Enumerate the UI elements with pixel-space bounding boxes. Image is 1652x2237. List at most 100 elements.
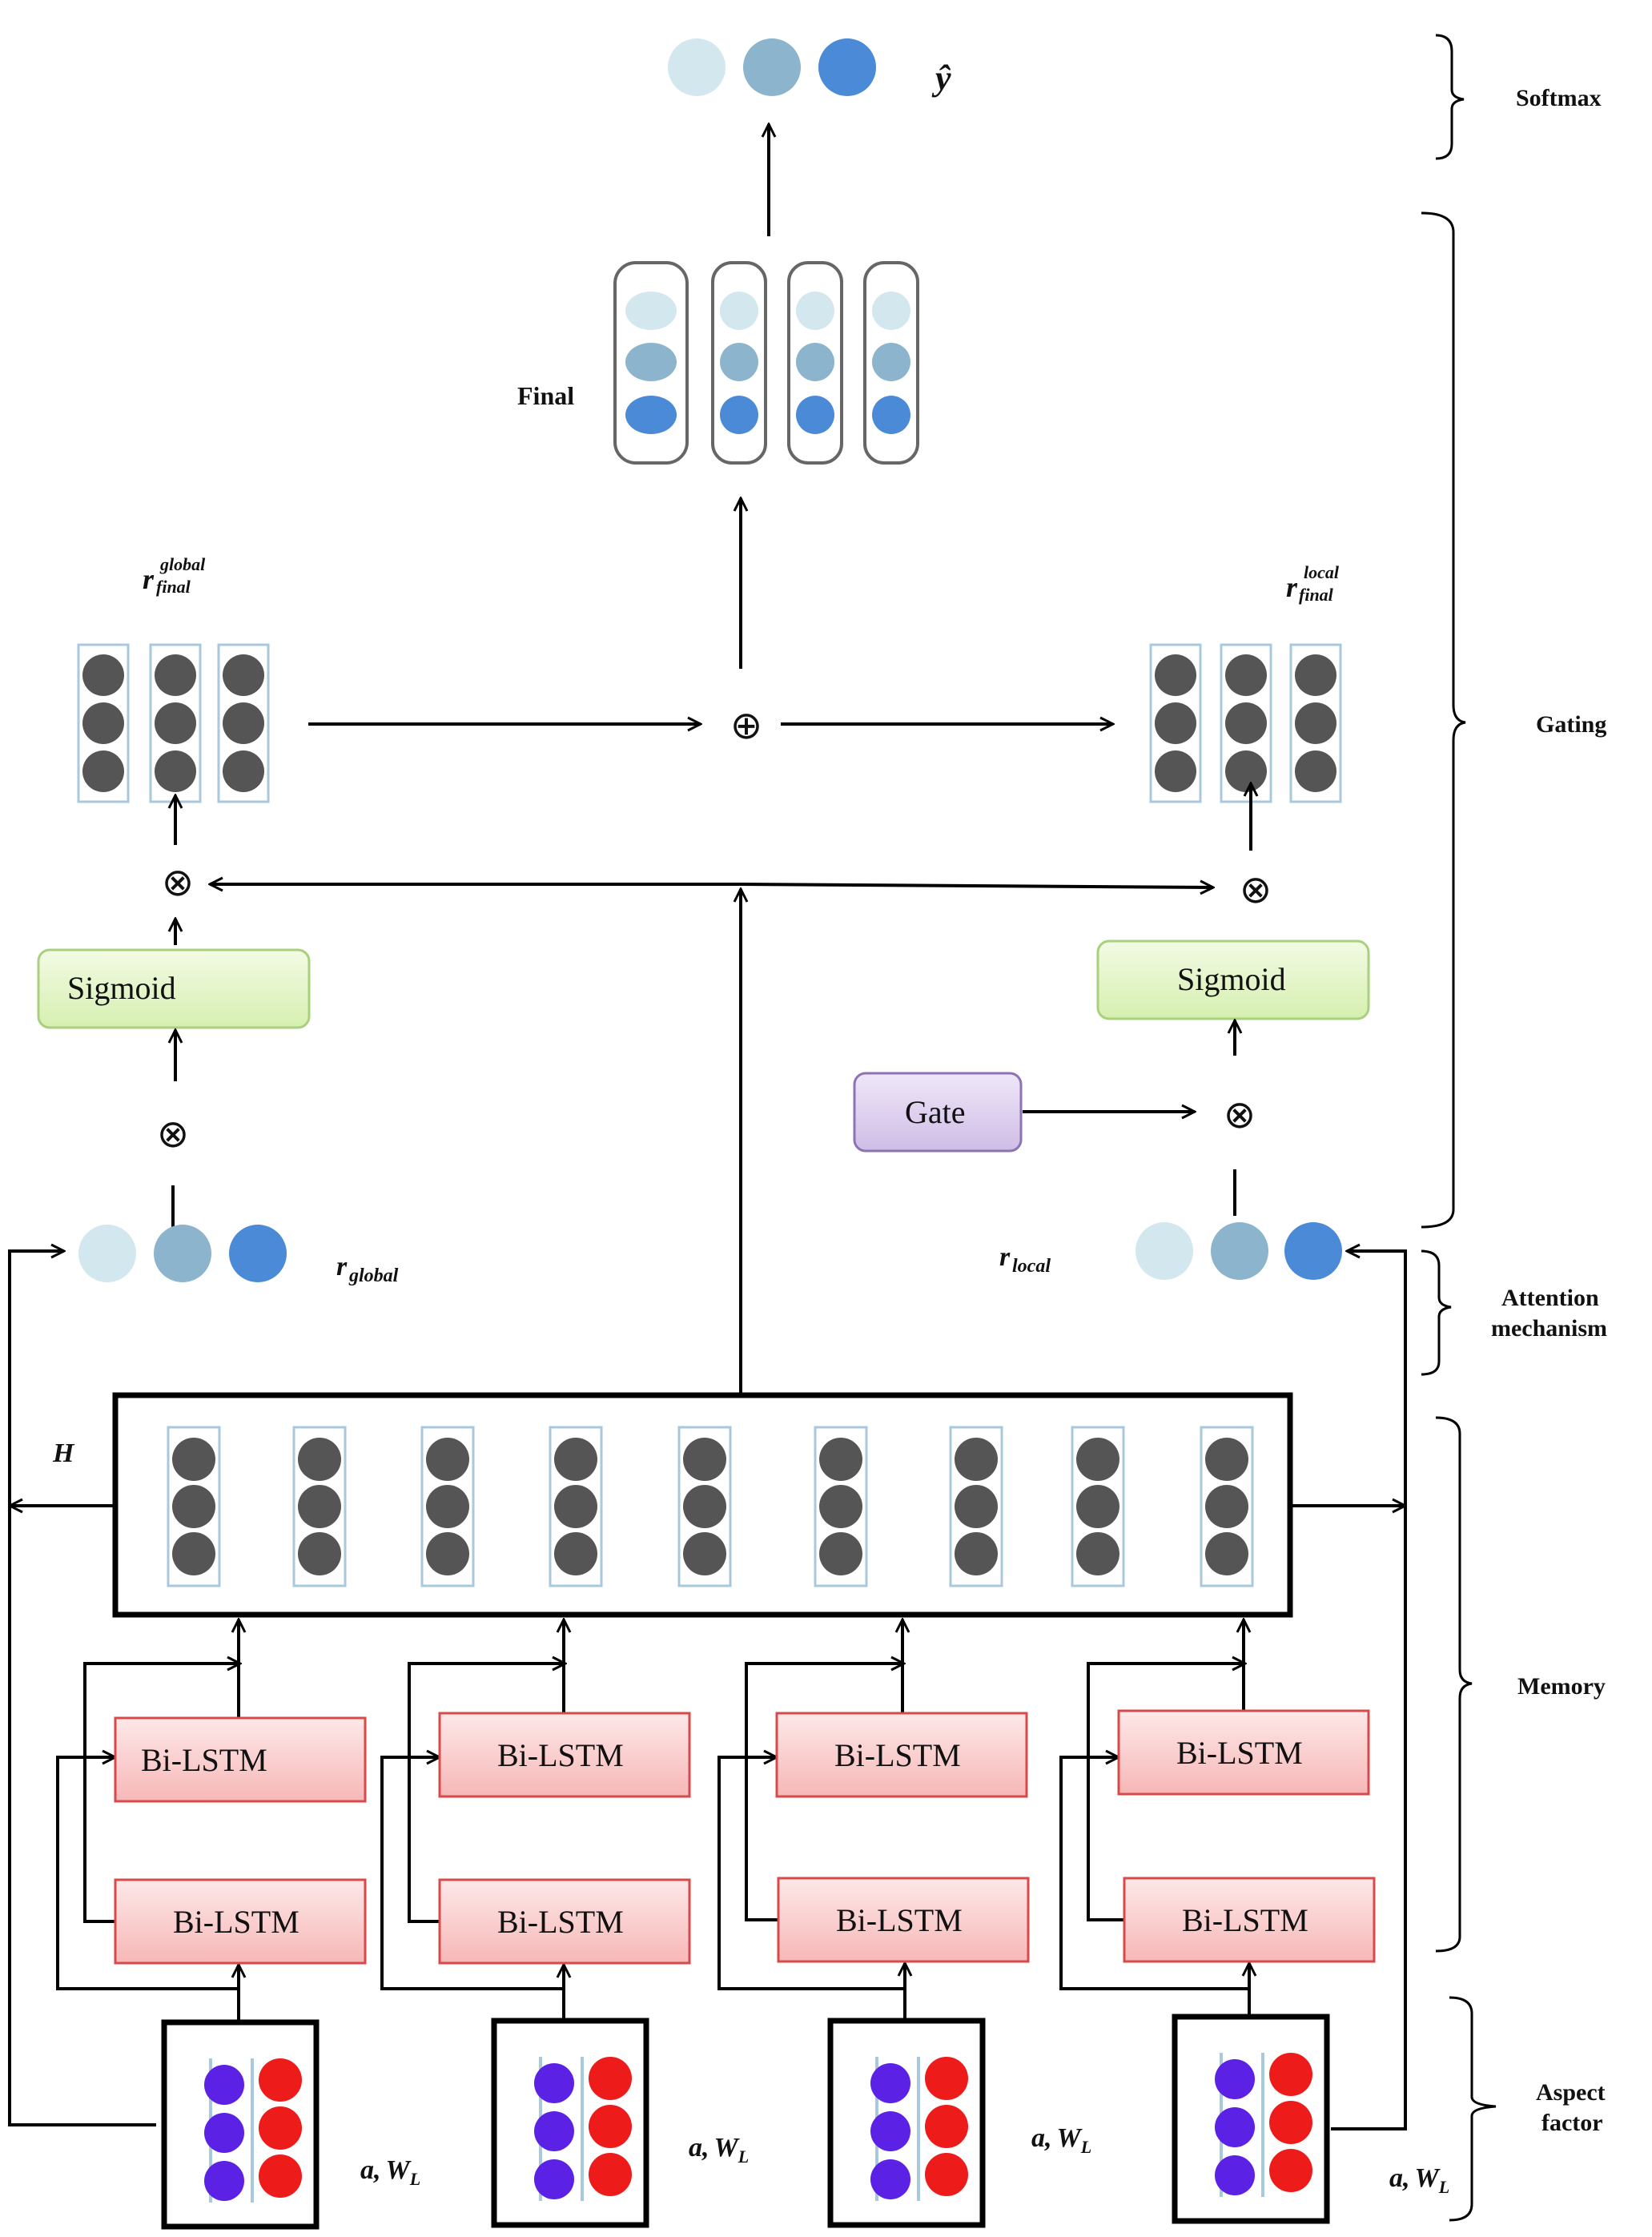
- skip-connection-input-to-upper: [380, 1757, 564, 1990]
- r-final-local-base: r: [1286, 571, 1298, 603]
- H-vector-node: [298, 1438, 341, 1481]
- r-global-base: r: [336, 1252, 348, 1281]
- word-embedding-node: [589, 2153, 632, 2196]
- final-node: [796, 343, 834, 381]
- final-representation: [613, 261, 919, 465]
- word-embedding-node: [1269, 2053, 1312, 2096]
- r-final-global-vector: [77, 643, 270, 803]
- skip-connection-input-to-upper: [56, 1757, 239, 1990]
- r-global-node: [154, 1225, 211, 1282]
- otimes-operator-lower-right: ⊗: [1224, 1092, 1256, 1137]
- r-global-node: [78, 1225, 136, 1282]
- r-global-label: r global: [336, 1252, 399, 1286]
- word-embedding-node: [1269, 2149, 1312, 2192]
- bilstm-box-lower: [438, 1878, 691, 1965]
- r-final-local-sub: final: [1299, 585, 1334, 605]
- r-final-local-sup: local: [1304, 562, 1340, 582]
- bilstm-box-lower: [114, 1878, 367, 1965]
- attention-brace: [1421, 1249, 1452, 1376]
- H-vector-node: [426, 1485, 469, 1528]
- final-node: [720, 343, 758, 381]
- memory-section-label: Memory: [1517, 1673, 1606, 1700]
- vector-node: [1295, 702, 1336, 744]
- bilstm-box-upper-label: Bi-LSTM: [497, 1737, 624, 1773]
- r-local-label: r local: [999, 1242, 1051, 1277]
- memory-brace: [1435, 1416, 1473, 1953]
- vector-node: [1295, 750, 1336, 792]
- aspect-section-label-line2: factor: [1541, 2110, 1603, 2136]
- bilstm-box-lower: [777, 1877, 1030, 1963]
- H-vector-node: [683, 1485, 726, 1528]
- gating-brace: [1421, 211, 1466, 1229]
- H-vector-node: [1076, 1485, 1119, 1528]
- skip-connection-lower-to-H: [83, 1664, 240, 1923]
- bilstm-box-lower: [1123, 1877, 1376, 1963]
- skip-connection-input-to-upper: [1059, 1757, 1249, 1990]
- H-vector-node: [172, 1438, 215, 1481]
- bilstm-to-H-arrows: [56, 1619, 1249, 2022]
- vector-node: [1155, 654, 1196, 696]
- section-braces: [1421, 34, 1497, 2222]
- r-final-local-vector: [1149, 643, 1342, 803]
- aspect-embedding-node: [204, 2065, 244, 2105]
- input-label: a,WL: [1389, 2163, 1449, 2197]
- right-feedback-line: [1331, 1251, 1407, 2130]
- r-local-node: [1211, 1222, 1268, 1280]
- H-vector-node: [819, 1532, 862, 1575]
- final-node: [872, 396, 910, 434]
- H-label: H: [52, 1438, 75, 1468]
- aspect-section-label-line1: Aspect: [1536, 2079, 1606, 2106]
- aspect-embedding-node: [204, 2113, 244, 2153]
- softmax-brace: [1435, 34, 1465, 160]
- final-node: [625, 292, 677, 330]
- H-vector-node: [955, 1532, 998, 1575]
- H-vector-node: [298, 1485, 341, 1528]
- bilstm-box-lower-label: Bi-LSTM: [1182, 1902, 1308, 1938]
- vector-node: [155, 702, 196, 744]
- aspect-embedding-node: [534, 2159, 574, 2199]
- word-embedding-node: [1269, 2101, 1312, 2144]
- final-node: [720, 292, 758, 330]
- final-node: [872, 292, 910, 330]
- r-local-node: [1284, 1222, 1342, 1280]
- attention-section-label-line1: Attention: [1501, 1285, 1599, 1311]
- r-local-sub: local: [1012, 1256, 1051, 1277]
- H-vector-node: [1205, 1532, 1248, 1575]
- word-embedding-node: [589, 2057, 632, 2100]
- final-node: [796, 292, 834, 330]
- sigmoid-box-left: [37, 948, 311, 1029]
- aspect-input-layer: a,WLa,WLa,WLa,WL: [161, 2014, 1449, 2230]
- arrow-right-between-otimes: [740, 884, 1213, 887]
- output-node-strong: [818, 38, 876, 96]
- aspect-embedding-node: [534, 2063, 574, 2103]
- r-final-global-sub: final: [156, 577, 191, 597]
- r-local-base: r: [999, 1242, 1011, 1272]
- r-final-global-base: r: [143, 563, 155, 595]
- gating-section-label: Gating: [1536, 711, 1606, 738]
- r-global-sub: global: [348, 1265, 399, 1286]
- H-vector-node: [554, 1438, 597, 1481]
- output-node-light: [668, 38, 726, 96]
- vector-node: [223, 750, 264, 792]
- final-label: Final: [517, 381, 574, 410]
- skip-connection-lower-to-H: [745, 1664, 904, 1921]
- r-global-vector: [78, 1225, 287, 1282]
- final-node: [796, 396, 834, 434]
- aspect-embedding-node: [1215, 2155, 1255, 2195]
- vector-node: [155, 654, 196, 696]
- bilstm-box-lower-label: Bi-LSTM: [173, 1904, 299, 1940]
- skip-connection-lower-to-H: [1087, 1664, 1245, 1921]
- bilstm-box-upper: [114, 1716, 367, 1803]
- H-vector-node: [683, 1438, 726, 1481]
- word-embedding-node: [589, 2105, 632, 2148]
- vector-node: [223, 654, 264, 696]
- bilstm-layer: Bi-LSTMBi-LSTMBi-LSTMBi-LSTMBi-LSTMBi-LS…: [114, 1709, 1376, 1965]
- oplus-operator: ⊕: [730, 703, 762, 748]
- sigmoid-box-right-label: Sigmoid: [1177, 961, 1286, 997]
- word-embedding-node: [259, 2058, 302, 2102]
- H-vector-node: [298, 1532, 341, 1575]
- word-embedding-node: [259, 2106, 302, 2150]
- H-vector-node: [819, 1485, 862, 1528]
- softmax-output-vector: [668, 38, 876, 96]
- H-vector-node: [683, 1532, 726, 1575]
